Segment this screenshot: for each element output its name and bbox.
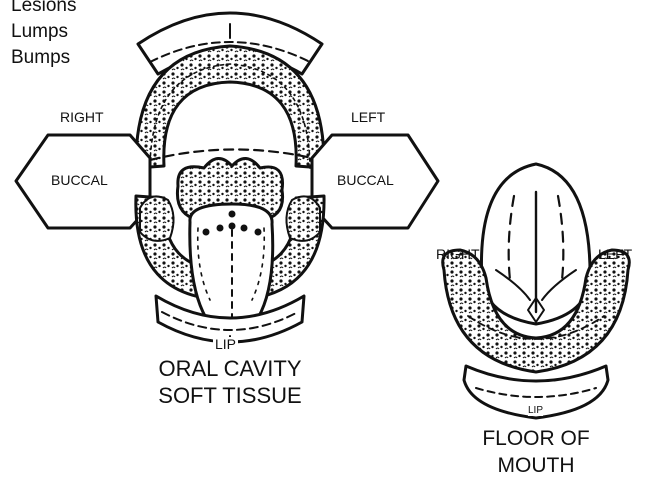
floor-title-line2: MOUTH — [456, 455, 616, 476]
floor-title-line1: FLOOR OF — [456, 428, 616, 449]
floor-lip-label: LIP — [528, 406, 543, 416]
palate-line — [150, 149, 312, 160]
oral-cavity-title-line1: ORAL CAVITY — [150, 358, 310, 380]
oral-cavity-title-line2: SOFT TISSUE — [150, 385, 310, 407]
oral-right-label: RIGHT — [60, 110, 104, 124]
buccal-left-label: BUCCAL — [337, 173, 394, 187]
oral-left-label: LEFT — [351, 110, 385, 124]
floor-right-label: RIGHT — [436, 247, 480, 261]
floor-left-label: LEFT — [598, 247, 632, 261]
floor-of-mouth-diagram — [443, 164, 630, 418]
buccal-right-label: BUCCAL — [51, 173, 108, 187]
oral-lip-label: LIP — [213, 337, 238, 351]
